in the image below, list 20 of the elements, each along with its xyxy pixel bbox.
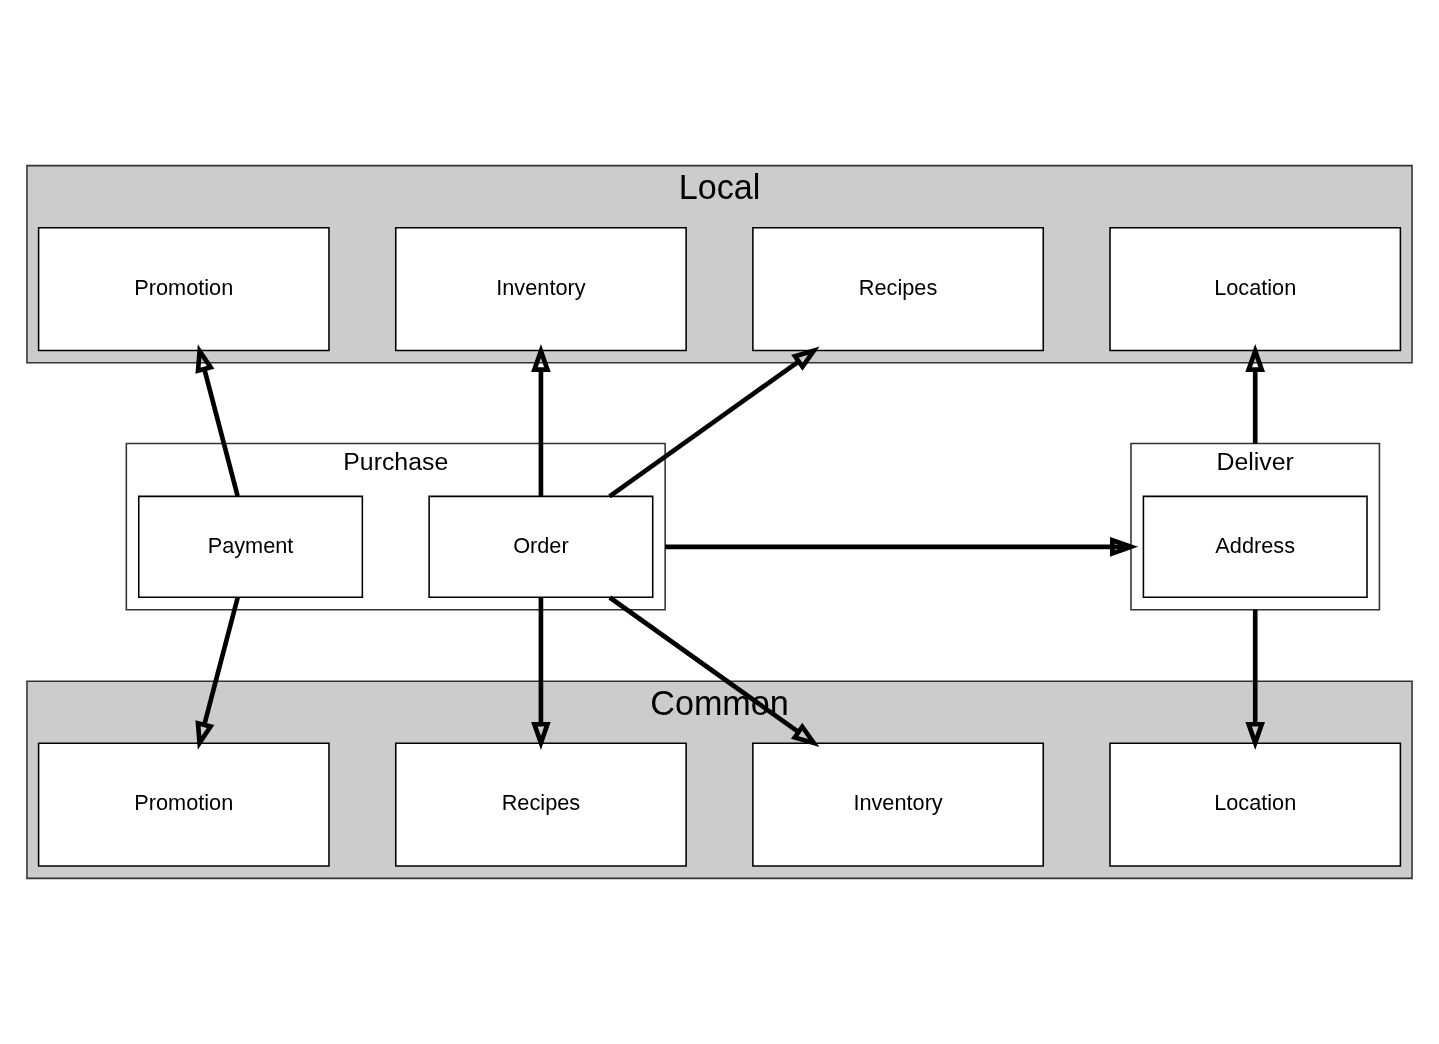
node-box: Order bbox=[428, 495, 654, 599]
arrow bbox=[608, 595, 820, 747]
node-box: Address bbox=[1142, 495, 1368, 599]
arrow bbox=[531, 597, 551, 750]
node-box: Promotion bbox=[37, 226, 330, 352]
node-box: Location bbox=[1109, 226, 1402, 352]
node-box: Inventory bbox=[752, 742, 1045, 867]
arrow bbox=[195, 344, 240, 497]
arrow bbox=[1245, 609, 1266, 750]
arrow bbox=[608, 346, 820, 499]
arrow bbox=[665, 537, 1139, 557]
arrow bbox=[1245, 343, 1266, 444]
arrow bbox=[195, 596, 240, 750]
node-box: Location bbox=[1109, 742, 1402, 867]
node-box: Recipes bbox=[394, 742, 687, 867]
node-box: Payment bbox=[137, 495, 364, 599]
arrow bbox=[531, 343, 551, 497]
node-box: Inventory bbox=[394, 226, 687, 352]
node-box: Recipes bbox=[752, 226, 1045, 352]
node-box: Promotion bbox=[37, 742, 330, 867]
